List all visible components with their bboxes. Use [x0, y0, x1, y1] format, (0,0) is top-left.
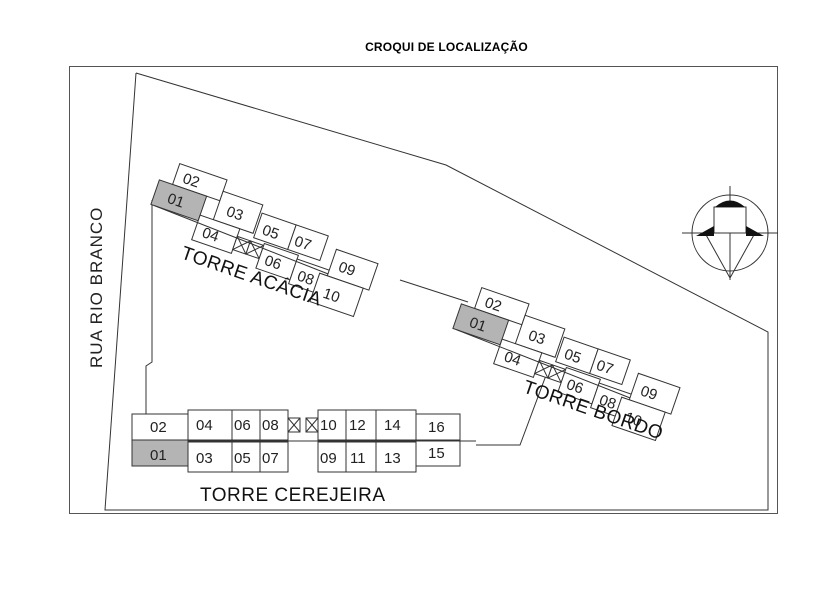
unit-label: 09	[638, 383, 659, 405]
unit-07[interactable]	[589, 348, 631, 386]
unit-label: 05	[260, 222, 281, 244]
unit-10[interactable]	[309, 272, 364, 318]
unit-label: 06	[564, 376, 585, 398]
unit-label: 06	[234, 417, 251, 434]
unit-label: 15	[428, 445, 445, 462]
unit-label: 08	[262, 417, 279, 434]
unit-label: 04	[502, 348, 523, 370]
unit-label: 10	[321, 285, 342, 307]
unit-14[interactable]	[375, 409, 417, 441]
page-title: CROQUI DE LOCALIZAÇÃO	[365, 40, 528, 54]
unit-label: 01	[165, 190, 186, 212]
tower-name: TORRE CEREJEIRA	[200, 485, 386, 506]
unit-15[interactable]	[415, 439, 461, 467]
unit-label: 13	[384, 450, 401, 467]
unit-08[interactable]	[259, 409, 289, 441]
unit-label: 11	[350, 450, 366, 467]
unit-label: 07	[292, 233, 313, 255]
unit-09[interactable]	[317, 441, 347, 473]
unit-label: 09	[336, 259, 357, 281]
unit-label: 14	[384, 417, 401, 434]
access-path-2	[476, 369, 549, 446]
street-name: RUA RIO BRANCO	[87, 207, 106, 368]
unit-03[interactable]	[187, 441, 233, 473]
unit-01[interactable]	[150, 179, 208, 222]
unit-10[interactable]	[317, 409, 347, 441]
unit-01[interactable]	[452, 303, 510, 346]
unit-label: 03	[526, 327, 547, 349]
unit-label: 10	[623, 409, 644, 431]
unit-label: 05	[234, 450, 251, 467]
unit-label: 12	[349, 417, 366, 434]
lot-boundary	[104, 72, 769, 511]
north-arrow-icon	[682, 186, 778, 280]
drawing-frame	[69, 66, 778, 514]
unit-label: 02	[150, 419, 167, 436]
unit-label: 03	[224, 203, 245, 225]
access-path	[145, 200, 153, 420]
unit-label: 04	[196, 417, 213, 434]
torre-acacia: 02 01 03 04 05 07 06 08 09 10	[150, 163, 379, 318]
unit-label: 02	[482, 294, 503, 316]
unit-02[interactable]	[131, 413, 189, 441]
unit-04[interactable]	[187, 409, 233, 441]
unit-label: 09	[320, 450, 337, 467]
torre-cerejeira: 02 01 04 03 06 08 05 07 10 12 09 11 14 1…	[131, 409, 476, 473]
unit-16[interactable]	[415, 413, 461, 441]
unit-13[interactable]	[375, 441, 417, 473]
unit-label: 06	[262, 252, 283, 274]
unit-label: 08	[597, 392, 618, 414]
unit-label: 01	[150, 447, 167, 464]
unit-label: 16	[428, 419, 445, 436]
unit-label: 01	[467, 314, 488, 336]
unit-label: 08	[295, 268, 316, 290]
unit-10[interactable]	[611, 396, 666, 442]
unit-07[interactable]	[287, 224, 329, 262]
unit-label: 07	[594, 357, 615, 379]
unit-06[interactable]	[231, 409, 261, 441]
connector-line	[399, 279, 469, 303]
unit-07[interactable]	[259, 441, 289, 473]
unit-label: 03	[196, 450, 213, 467]
unit-label: 07	[262, 450, 279, 467]
torre-bordo: 02 01 03 04 05 07 06 08 09 10	[452, 287, 681, 442]
unit-12[interactable]	[345, 409, 377, 441]
unit-label: 02	[180, 170, 201, 192]
unit-11[interactable]	[345, 441, 377, 473]
unit-label: 10	[320, 417, 337, 434]
unit-label: 04	[200, 224, 221, 246]
unit-label: 05	[562, 346, 583, 368]
